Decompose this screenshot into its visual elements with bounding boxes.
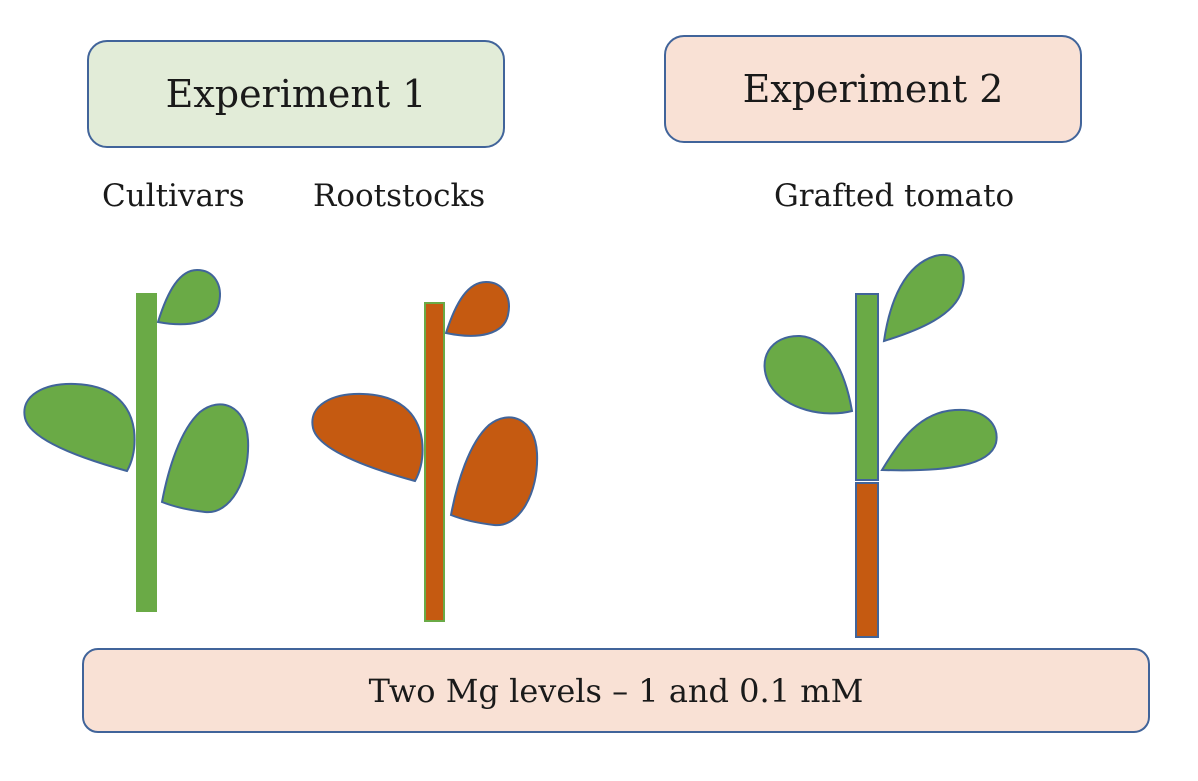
rootstock-plant — [311, 280, 539, 622]
experiment-1-title: Experiment 1 — [165, 72, 427, 116]
experiment-2-box: Experiment 2 — [664, 35, 1082, 143]
grafted-plant — [763, 253, 998, 638]
experiment-1-box: Experiment 1 — [87, 40, 505, 148]
cultivar-leaf-top — [156, 268, 221, 326]
experiment-2-title: Experiment 2 — [742, 67, 1004, 111]
rootstock-leaf-left — [311, 392, 424, 483]
grafted-leaf-right — [880, 408, 998, 472]
mg-levels-box: Two Mg levels – 1 and 0.1 mM — [82, 648, 1150, 733]
grafted-leaf-top — [882, 253, 965, 343]
mg-levels-text: Two Mg levels – 1 and 0.1 mM — [368, 671, 864, 710]
rootstocks-label: Rootstocks — [313, 178, 486, 214]
cultivars-label: Cultivars — [102, 178, 245, 214]
rootstock-stem — [424, 302, 445, 622]
grafted-leaf-left — [763, 334, 854, 415]
rootstock-leaf-top — [444, 280, 510, 337]
grafted-tomato-label: Grafted tomato — [774, 178, 1015, 214]
cultivar-leaf-right — [160, 403, 250, 514]
grafted-scion-stem — [855, 293, 879, 481]
cultivar-plant — [23, 268, 250, 612]
cultivar-leaf-left — [23, 382, 136, 473]
cultivar-stem — [136, 293, 157, 612]
grafted-rootstock-stem — [855, 482, 879, 638]
rootstock-leaf-right — [449, 416, 539, 527]
